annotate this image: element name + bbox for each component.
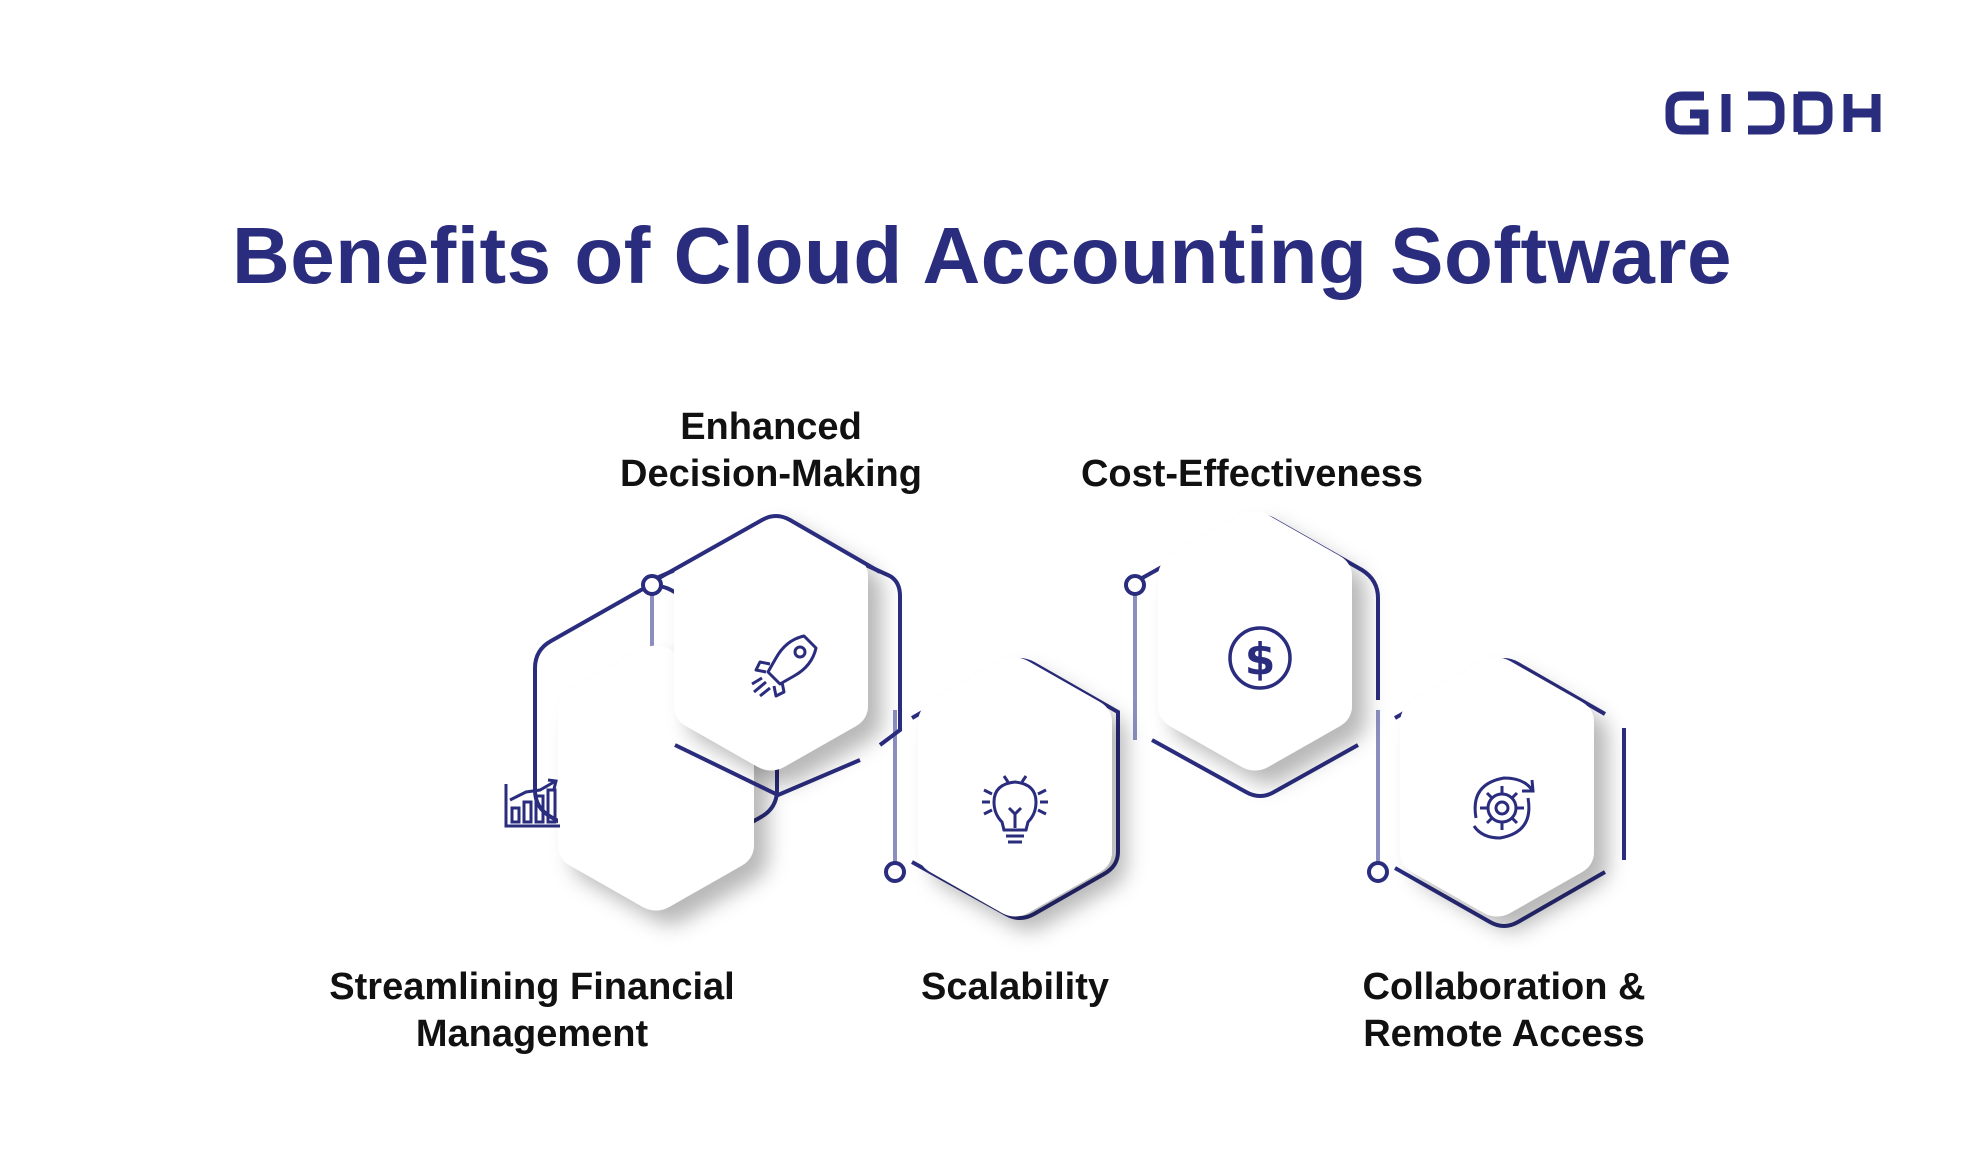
gear-sync-icon — [1472, 776, 1535, 840]
benefit-label-line: Streamlining Financial — [329, 966, 735, 1008]
page-title: Benefits of Cloud Accounting Software — [232, 211, 1732, 300]
benefit-label-decision-making: Enhanced Decision-Making — [541, 404, 1001, 498]
benefit-label-line: Remote Access — [1363, 1013, 1645, 1055]
benefit-label-streamlining: Streamlining Financial Management — [302, 964, 762, 1058]
hexagon-decision-making — [651, 511, 902, 798]
benefit-label-cost-effectiveness: Cost-Effectiveness — [1022, 451, 1482, 498]
hexagon-cost-effectiveness — [1134, 511, 1380, 798]
benefit-label-line: Collaboration & — [1362, 966, 1646, 1008]
dollar-coin-icon: $ — [1228, 626, 1292, 690]
hexagon-scalability — [911, 657, 1120, 920]
connector-dots — [641, 574, 1389, 883]
benefit-label-line: Scalability — [921, 966, 1109, 1008]
benefit-label-collaboration: Collaboration & Remote Access — [1274, 964, 1734, 1058]
benefit-label-line: Management — [415, 1013, 649, 1055]
benefit-label-line: Decision-Making — [620, 453, 922, 495]
benefit-label-line: Cost-Effectiveness — [1080, 453, 1424, 495]
svg-text:$: $ — [1245, 634, 1276, 685]
bar-chart-growth-icon — [504, 778, 560, 828]
giddh-logo — [1665, 91, 1881, 135]
rocket-icon — [751, 634, 818, 698]
hexagon-collaboration — [1394, 657, 1626, 928]
lightbulb-icon — [982, 775, 1048, 844]
benefit-label-scalability: Scalability — [785, 964, 1245, 1011]
benefit-label-line: Enhanced — [680, 406, 862, 448]
